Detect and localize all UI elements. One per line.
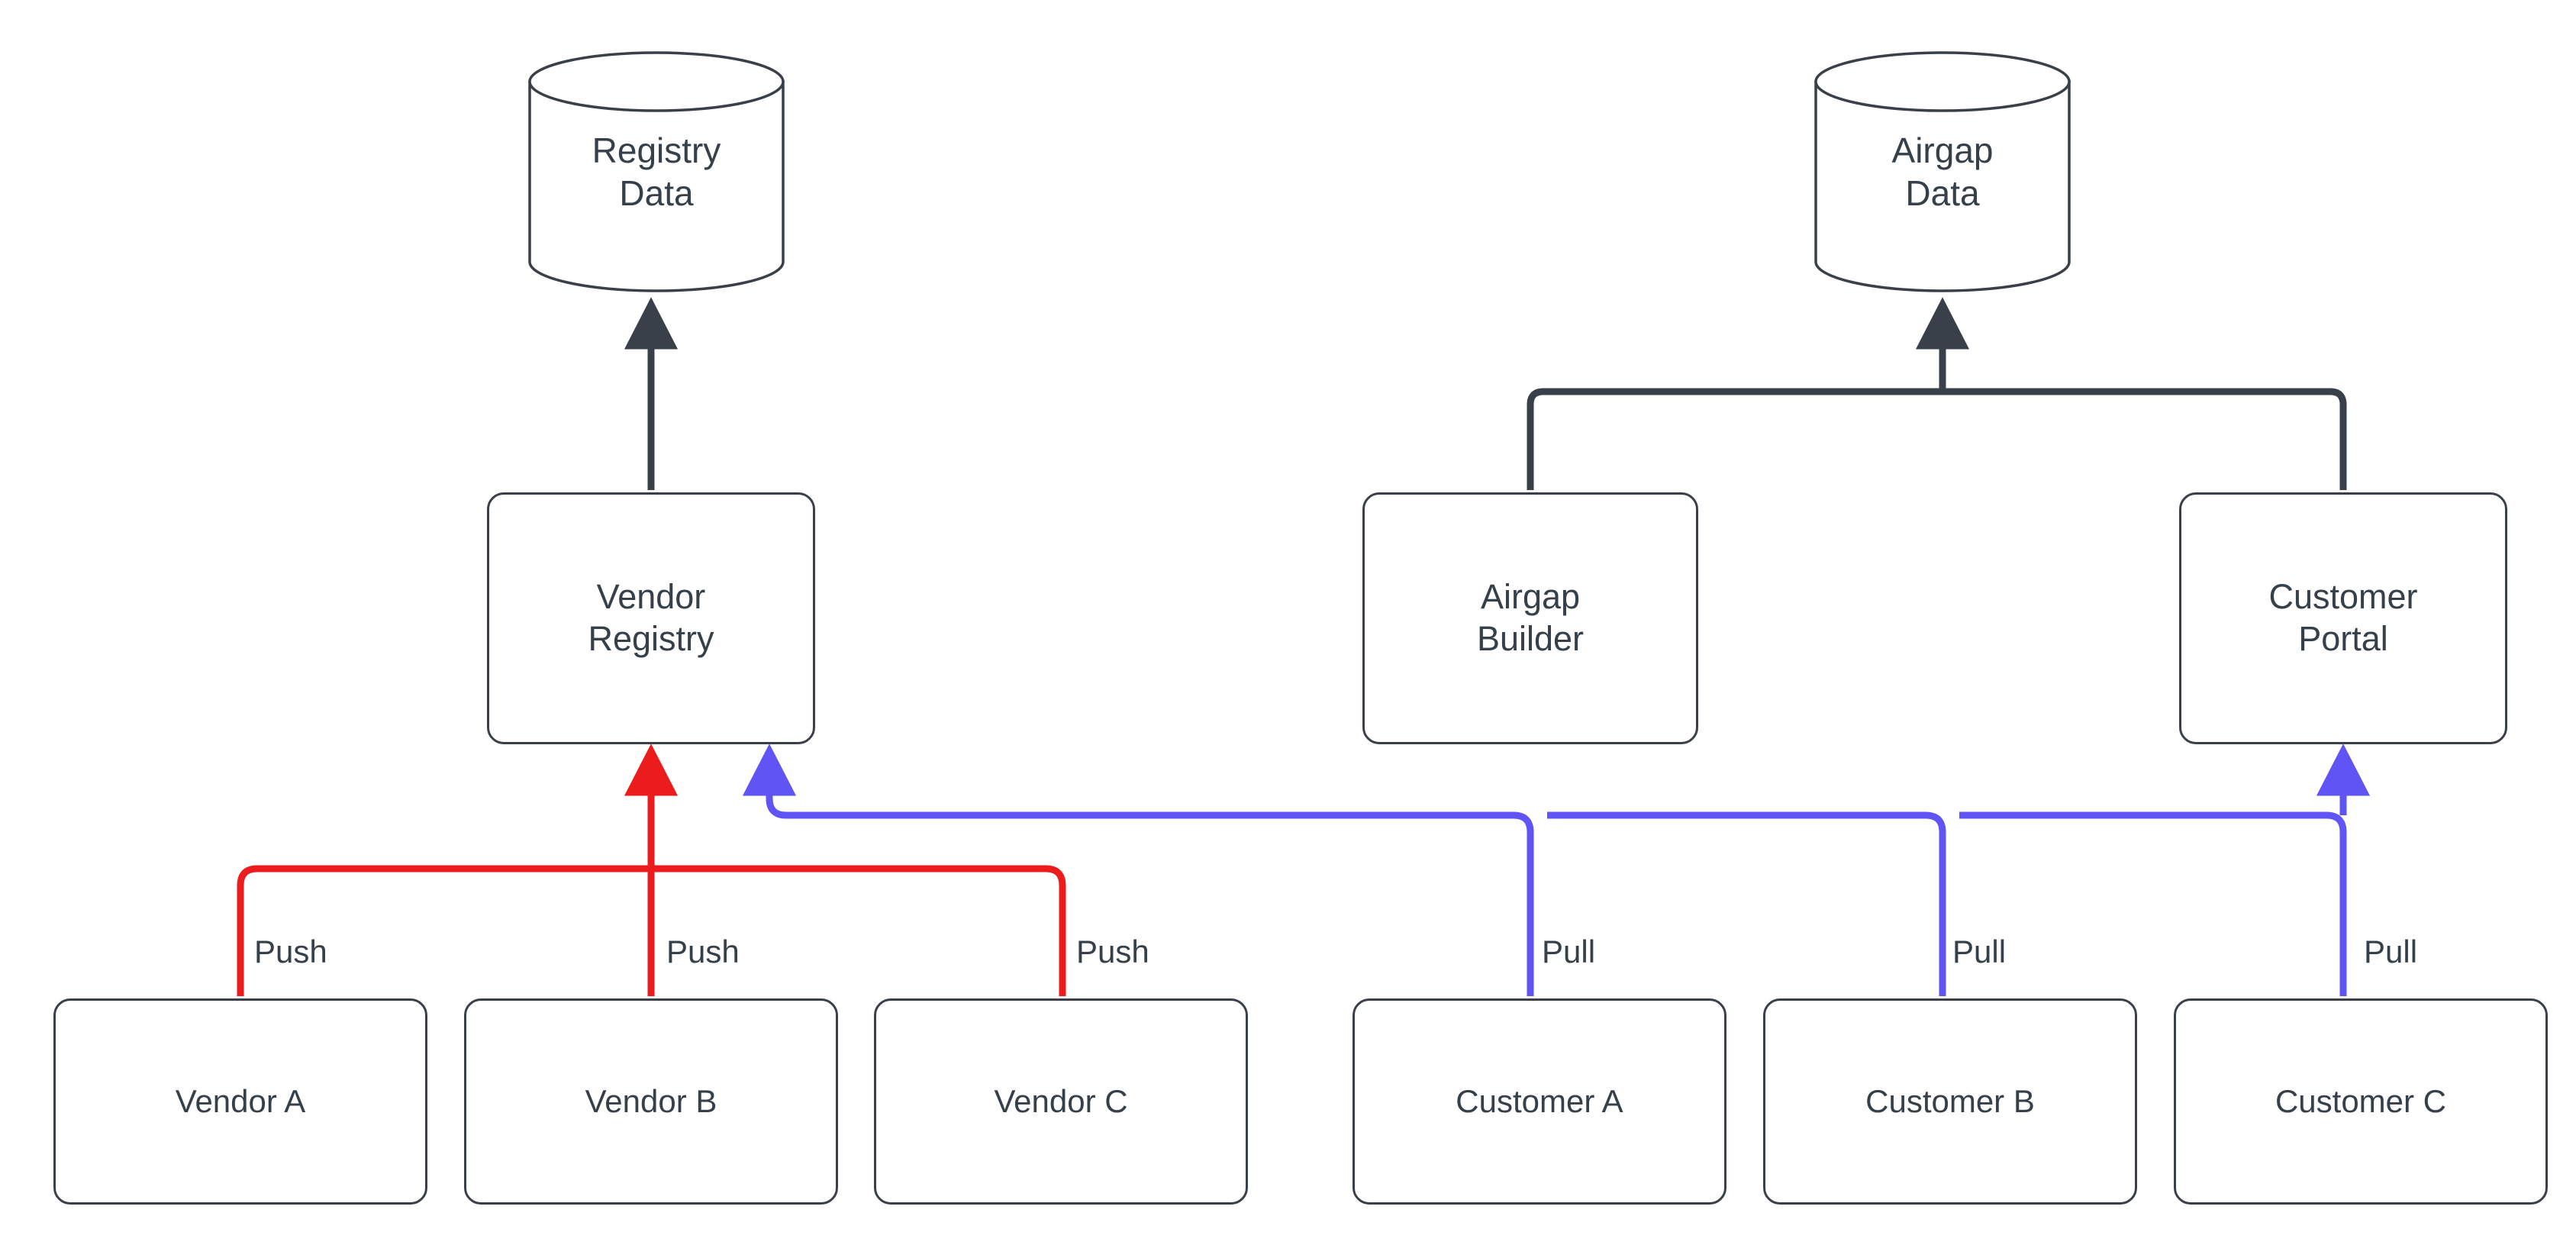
node-registry-data[interactable]: Registry Data (527, 50, 786, 294)
edge-label-pull-a: Pull (1542, 934, 1596, 969)
node-label-customer-portal: Customer Portal (2268, 577, 2418, 658)
edge-label-push-b: Push (666, 934, 740, 969)
connector-customer-portal-to-airgap-data (1942, 388, 2347, 490)
connector-vendor-c-push (651, 865, 1066, 996)
node-customer-b[interactable]: Customer B (1763, 998, 2137, 1205)
cylinder-shape-airgap-data (1814, 51, 2071, 292)
node-label-vendor-a: Vendor A (175, 1083, 306, 1120)
connector-customer-a-pull (742, 744, 1534, 996)
connector-vendor-a-push (237, 865, 651, 996)
node-label-airgap-data: Airgap Data (1891, 130, 1994, 213)
edge-label-pull-c: Pull (2364, 934, 2418, 969)
connector-airgap-builder-to-airgap-data (1527, 388, 1942, 490)
node-label-vendor-c: Vendor C (994, 1083, 1128, 1120)
node-label-customer-a: Customer A (1456, 1083, 1623, 1120)
node-vendor-a[interactable]: Vendor A (53, 998, 427, 1205)
node-label-airgap-builder: Airgap Builder (1476, 577, 1585, 658)
node-airgap-builder[interactable]: Airgap Builder (1362, 492, 1698, 744)
node-label-customer-c: Customer C (2275, 1083, 2447, 1120)
cylinder-shape-registry-data (528, 51, 785, 292)
node-customer-a[interactable]: Customer A (1352, 998, 1726, 1205)
node-vendor-registry[interactable]: Vendor Registry (487, 492, 815, 744)
node-label-vendor-registry: Vendor Registry (588, 577, 714, 658)
node-label-vendor-b: Vendor B (585, 1083, 717, 1120)
edge-label-push-c: Push (1076, 934, 1149, 969)
node-vendor-c[interactable]: Vendor C (874, 998, 1248, 1205)
node-vendor-b[interactable]: Vendor B (464, 998, 838, 1205)
node-label-customer-b: Customer B (1865, 1083, 2035, 1120)
node-label-registry-data: Registry Data (592, 130, 721, 213)
node-customer-c[interactable]: Customer C (2174, 998, 2548, 1205)
connector-customer-b-pull (1547, 811, 1946, 996)
edge-label-pull-b: Pull (1952, 934, 2007, 969)
node-customer-portal[interactable]: Customer Portal (2179, 492, 2507, 744)
edge-label-push-a: Push (254, 934, 327, 969)
node-airgap-data[interactable]: Airgap Data (1813, 50, 2072, 294)
connector-customer-c-pull (1959, 811, 2347, 996)
